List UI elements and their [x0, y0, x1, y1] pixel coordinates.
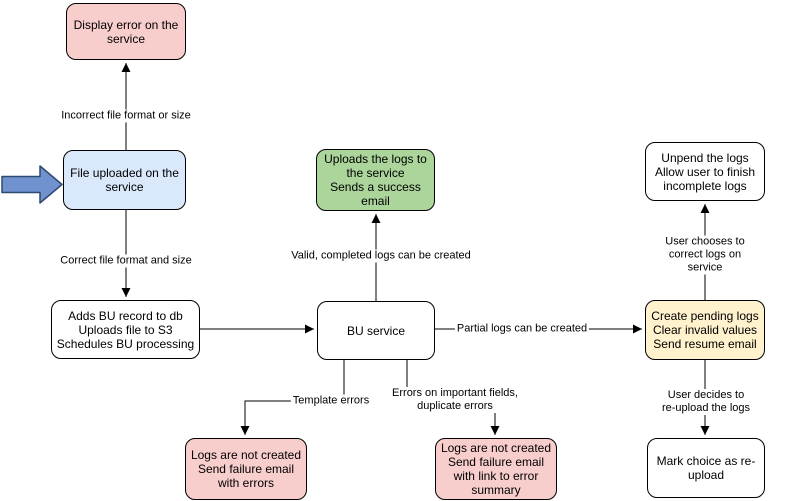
node-display-error: Display error on the service — [66, 3, 186, 60]
node-create-pending: Create pending logs Clear invalid values… — [645, 300, 765, 360]
node-failure-errors: Logs are not created Send failure email … — [185, 438, 307, 500]
node-bu-service: BU service — [317, 301, 435, 360]
node-file-uploaded: File uploaded on the service — [63, 150, 186, 210]
node-mark-reupload: Mark choice as re- upload — [647, 438, 765, 498]
edge-label-partial-logs: Partial logs can be created — [454, 322, 590, 336]
edge-label-correct-format: Correct file format and size — [58, 254, 194, 268]
edge-label-incorrect-format: Incorrect file format or size — [59, 109, 193, 123]
node-failure-summary: Logs are not created Send failure email … — [435, 438, 557, 500]
edge-label-user-corrects: User chooses to correct logs on service — [657, 235, 753, 275]
edge-label-user-reuploads: User decides to re-upload the logs — [658, 389, 754, 415]
edge-label-field-errors: Errors on important fields, duplicate er… — [390, 387, 520, 413]
edge-label-valid-logs: Valid, completed logs can be created — [289, 249, 473, 263]
node-adds-bu-record: Adds BU record to db Uploads file to S3 … — [51, 300, 200, 359]
node-upload-success: Uploads the logs to the service Sends a … — [316, 149, 435, 211]
node-unpend-logs: Unpend the logs Allow user to finish inc… — [645, 142, 765, 201]
entry-arrow-icon — [1, 165, 63, 204]
edge-label-template-errors: Template errors — [290, 394, 372, 408]
